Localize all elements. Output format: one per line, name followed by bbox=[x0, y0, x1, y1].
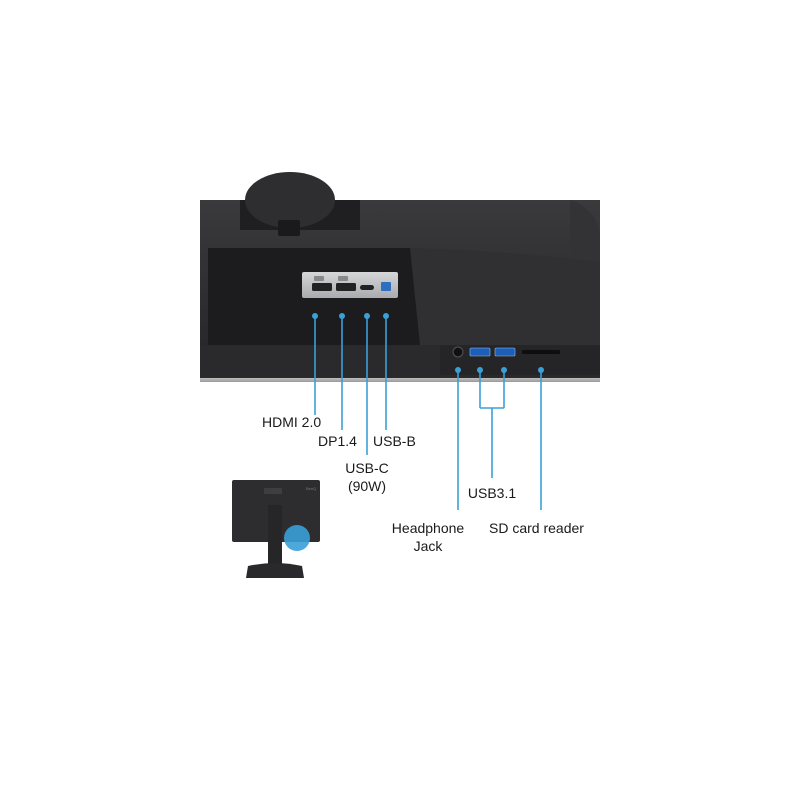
callout-dot-usbc bbox=[364, 313, 370, 319]
callout-dot-usb31-b bbox=[501, 367, 507, 373]
headphone-port bbox=[452, 346, 464, 358]
label-hdmi: HDMI 2.0 bbox=[262, 414, 322, 430]
label-usb31: USB3.1 bbox=[467, 485, 517, 501]
inset-highlight-dot bbox=[284, 525, 310, 551]
usbb-port bbox=[381, 282, 391, 291]
hdmi-icon bbox=[314, 276, 324, 281]
stand-neck bbox=[245, 172, 335, 228]
dp-port bbox=[336, 283, 356, 291]
callout-dot-headphone bbox=[455, 367, 461, 373]
monitor-back bbox=[200, 172, 600, 394]
inset-stand-base bbox=[246, 563, 304, 578]
sd-slot bbox=[522, 350, 560, 354]
side-port-area bbox=[440, 345, 600, 375]
label-headphone-line2: Jack bbox=[413, 538, 443, 554]
inset-mount bbox=[264, 488, 282, 494]
callout-dot-dp bbox=[339, 313, 345, 319]
vent-area bbox=[410, 248, 600, 345]
inset-stand-neck bbox=[268, 505, 282, 565]
usb-a-port-2 bbox=[494, 347, 516, 357]
stand-latch bbox=[278, 220, 300, 236]
callout-dot-sd bbox=[538, 367, 544, 373]
callout-dot-hdmi bbox=[312, 313, 318, 319]
label-dp: DP1.4 bbox=[318, 433, 357, 449]
reflection-fade bbox=[200, 378, 600, 394]
label-headphone: Headphone Jack bbox=[392, 519, 464, 555]
label-headphone-line1: Headphone bbox=[391, 520, 465, 536]
dp-icon bbox=[338, 276, 348, 281]
inset-brand: BenQ bbox=[306, 486, 316, 491]
label-usbc-line1: USB-C bbox=[345, 460, 389, 476]
hdmi-port bbox=[312, 283, 332, 291]
callouts bbox=[312, 313, 544, 510]
label-usbc-line2: (90W) bbox=[347, 478, 387, 494]
inset-monitor: BenQ bbox=[232, 480, 320, 578]
label-sd: SD card reader bbox=[489, 520, 584, 536]
callout-dot-usbb bbox=[383, 313, 389, 319]
callout-dot-usb31-a bbox=[477, 367, 483, 373]
label-usbc: USB-C (90W) bbox=[345, 459, 389, 495]
label-usbb: USB-B bbox=[373, 433, 416, 449]
usbc-port bbox=[360, 285, 374, 290]
usb-a-port-1 bbox=[469, 347, 491, 357]
